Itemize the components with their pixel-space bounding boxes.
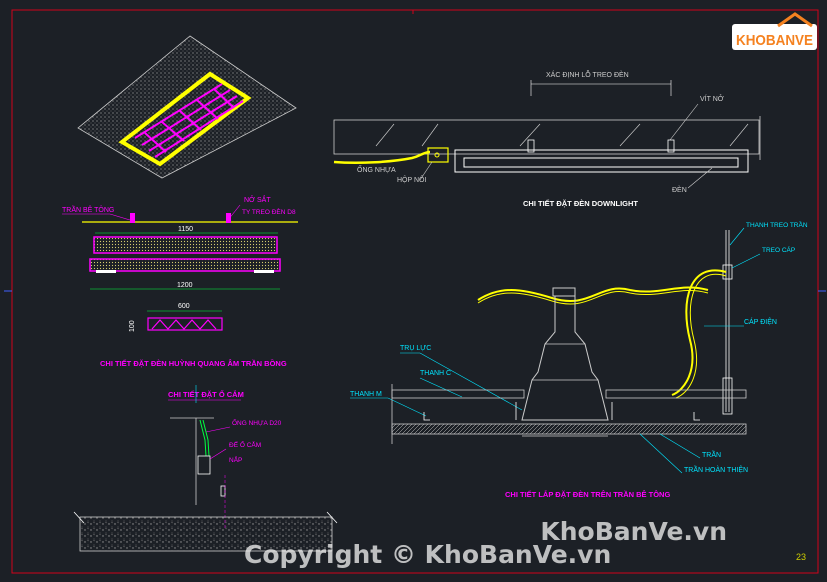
lamp-cap	[552, 287, 576, 297]
watermark-site: KhoBanVe.vn	[540, 517, 727, 546]
socket-pipe-2	[202, 419, 210, 457]
label-concrete-ceiling: TRẦN BÊ TÔNG	[62, 204, 114, 214]
dim-1150: 1150	[178, 226, 193, 233]
leader-ceiling	[659, 433, 701, 459]
isometric-fixture-grid	[134, 83, 244, 158]
bar-c-right	[605, 389, 747, 399]
label-bar-m: THANH M	[350, 391, 382, 398]
lamp-neck	[521, 296, 609, 421]
feed-cable	[477, 286, 709, 303]
watermark-copyright: Copyright © KhoBanVe.vn	[244, 540, 612, 569]
leader-bar-m-2	[387, 397, 427, 417]
label-socket-cover: NẮP	[229, 455, 242, 464]
socket-plug	[220, 485, 226, 497]
dim-1200: 1200	[177, 282, 193, 289]
label-bar-c: THANH C	[420, 370, 451, 377]
logo-background	[732, 24, 817, 50]
label-hanger-rod: TY TREO ĐÈN D8	[242, 207, 296, 216]
downlight-title: CHI TIẾT ĐẶT ĐÈN DOWNLIGHT	[523, 198, 638, 208]
label-finished-ceiling: TRẦN HOÀN THIỆN	[684, 464, 748, 474]
socket-pipe	[199, 419, 207, 457]
downlight-section: XÁC ĐỊNH LỖ TREO ĐÈN VÍT NỞ ỐNG NHỰA HỘP…	[333, 70, 761, 208]
leader-bar-c	[419, 377, 463, 398]
power-cable	[671, 269, 727, 396]
leader-cable-hook	[731, 253, 761, 269]
leader-concrete-ceiling-2	[109, 213, 131, 221]
leader-junction-box	[419, 161, 433, 181]
leader-support-2	[419, 352, 523, 411]
label-iron-anchor: NỞ SẮT	[244, 195, 271, 204]
fixture-lamp-right	[254, 270, 274, 273]
logo-roof-icon	[777, 12, 813, 28]
downlight-slab	[333, 119, 760, 155]
fixture-body	[93, 236, 278, 254]
hanger-left	[130, 213, 135, 223]
label-cable-hook: TREO CÁP	[762, 245, 795, 254]
label-hole-position: XÁC ĐỊNH LỖ TREO ĐÈN	[546, 70, 629, 79]
power-cable-2	[675, 273, 727, 399]
fluorescent-title: CHI TIẾT ĐẶT ĐÈN HUỲNH QUANG ÂM TRẦN BỒN…	[100, 358, 287, 368]
ceiling-mount-title: CHI TIẾT LẮP ĐẶT ĐÈN TRÊN TRẦN BÊ TÔNG	[505, 489, 670, 499]
isometric-fluorescent-view	[77, 35, 297, 179]
ceiling-mount-section: THANH TREO TRẦN TREO CÁP CÁP ĐIỆN TRỤ LỰ…	[350, 219, 808, 499]
label-ceiling: TRẦN	[702, 449, 721, 459]
label-socket-base: ĐẾ Ổ CẮM	[229, 439, 261, 449]
leader-finished-ceiling	[639, 433, 683, 474]
label-anchor-screw: VÍT NỞ	[700, 94, 724, 103]
leader-lamp	[687, 167, 713, 189]
leader-anchor-screw	[669, 103, 699, 141]
floor-break-right	[326, 511, 338, 524]
downlight-housing	[454, 149, 749, 173]
socket-box	[197, 455, 211, 475]
logo-text: KHOBANVE	[736, 32, 813, 49]
label-lamp: ĐÈN	[672, 185, 687, 194]
label-power-cable: CÁP ĐIỆN	[744, 317, 777, 326]
fixture-cross-section	[147, 317, 223, 331]
slab-hatching	[375, 123, 749, 147]
leader-socket-pipe	[205, 426, 231, 433]
isometric-ceiling-panel	[77, 35, 297, 179]
fixture-reflector	[89, 258, 281, 272]
socket-title: CHI TIẾT ĐẶT Ổ CẮM	[168, 389, 244, 399]
leader-socket-base	[209, 448, 227, 460]
junction-box	[427, 147, 449, 163]
fixture-lamp-left	[96, 270, 116, 273]
socket-section: CHI TIẾT ĐẶT Ổ CẮM ỐNG NHỰA D20 ĐẾ Ổ CẮM…	[73, 385, 338, 552]
page-number: 23	[796, 552, 807, 562]
label-plastic-pipe: ỐNG NHỰA	[357, 164, 396, 174]
anchor-right	[667, 139, 675, 153]
label-junction-box: HỘP NỐI	[397, 174, 426, 184]
ceiling-board	[391, 423, 747, 435]
label-support: TRỤ LỰC	[400, 345, 431, 352]
label-socket-pipe: ỐNG NHỰA D20	[232, 417, 282, 427]
isometric-fixture-frame	[118, 71, 252, 167]
feed-cable-2	[477, 290, 709, 305]
bar-c	[391, 389, 525, 399]
fluorescent-section: TRẦN BÊ TÔNG NỞ SẮT TY TREO ĐÈN D8 1150 …	[62, 195, 298, 368]
dim-600: 600	[178, 303, 190, 310]
dim-100: 100	[129, 320, 136, 332]
khobanve-logo: KHOBANVE	[732, 12, 817, 50]
downlight-tube	[463, 157, 739, 168]
floor-slab	[79, 516, 333, 552]
hanger-bottom	[722, 377, 733, 415]
bar-m-clips	[423, 402, 700, 421]
floor-break-left	[73, 511, 85, 524]
junction-box-hole	[434, 152, 440, 158]
hanger-right	[226, 213, 231, 223]
cross-section-zigzag	[151, 319, 217, 330]
leader-ceiling-hanger	[729, 227, 745, 246]
downlight-conduit	[333, 150, 431, 165]
anchor-left	[527, 139, 535, 153]
label-ceiling-hanger: THANH TREO TRẦN	[746, 219, 808, 229]
